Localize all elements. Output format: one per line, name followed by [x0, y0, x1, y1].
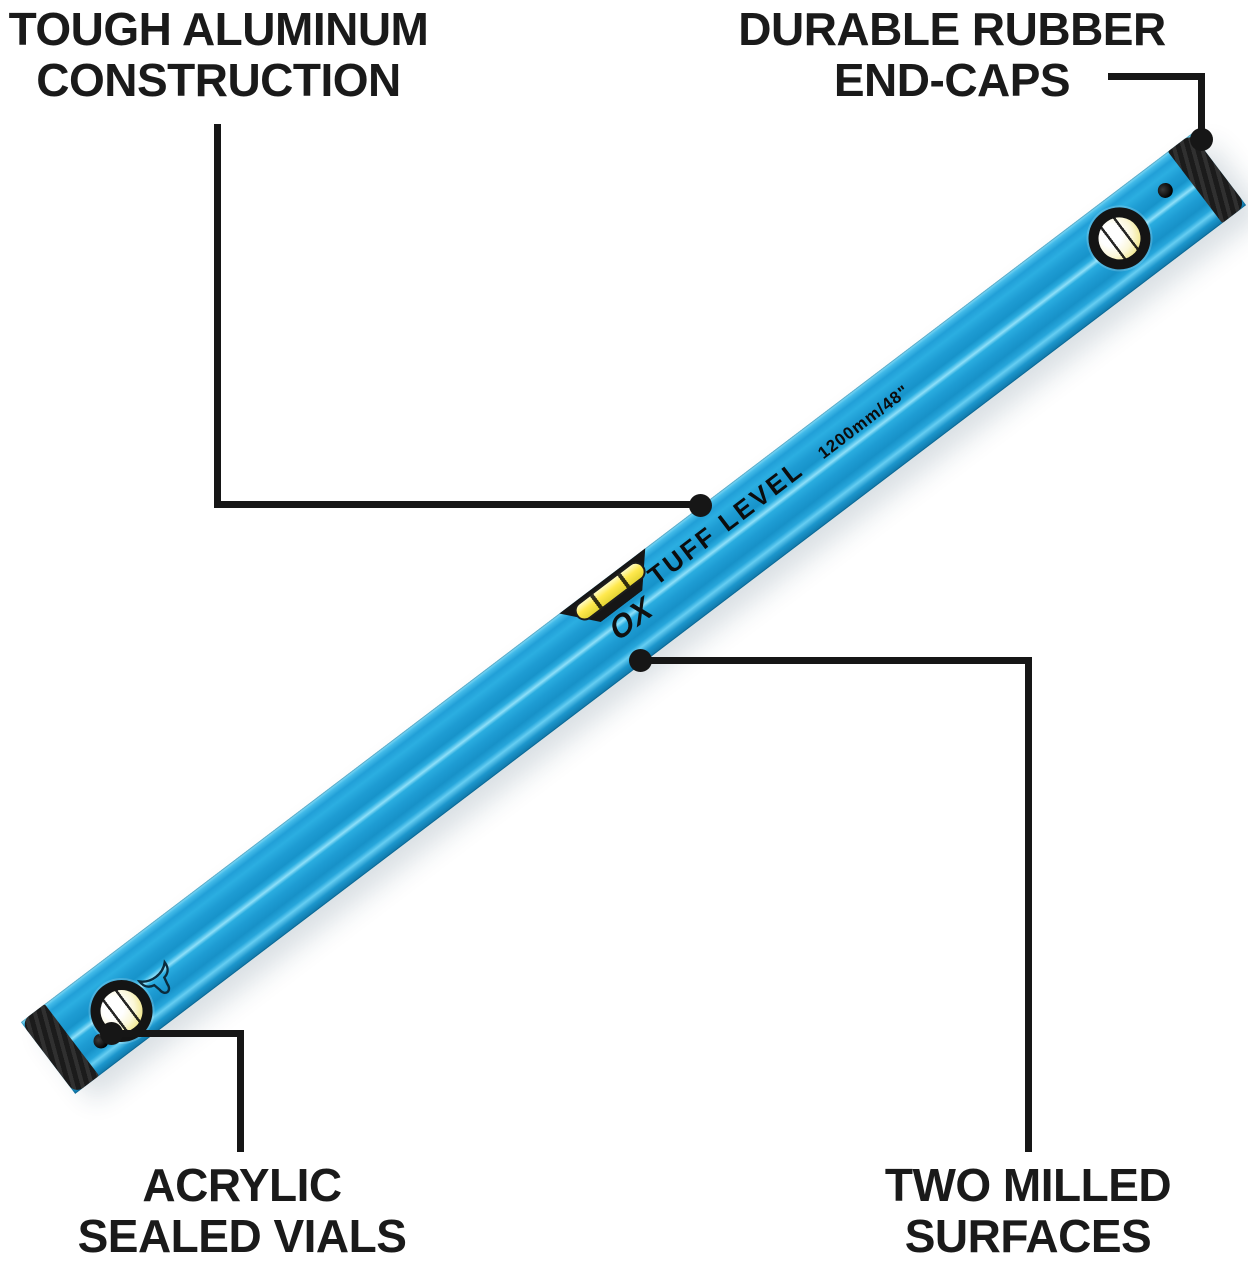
callout-label-aluminum-construction: TOUGH ALUMINUM CONSTRUCTION	[0, 4, 437, 105]
callout-dot	[1190, 128, 1213, 151]
callout-line	[214, 124, 221, 505]
callout-label-rubber-end-caps: DURABLE RUBBER END-CAPS	[728, 4, 1176, 105]
callout-label-milled-surfaces: TWO MILLED SURFACES	[808, 1160, 1248, 1261]
size-text: 1200mm/48"	[814, 381, 914, 463]
spirit-level: OX TUFF LEVEL 1200mm/48"	[20, 133, 1247, 1094]
callout-dot	[689, 494, 712, 517]
callout-label-sealed-vials: ACRYLIC SEALED VIALS	[22, 1160, 462, 1261]
callout-line	[1108, 73, 1205, 80]
level-markings: TUFF LEVEL 1200mm/48"	[642, 374, 915, 592]
callout-label-line: CONSTRUCTION	[36, 53, 401, 106]
callout-line	[1025, 657, 1032, 1152]
callout-line	[237, 1030, 244, 1152]
vial-bubble-window	[1090, 208, 1149, 268]
callout-label-line: SURFACES	[904, 1209, 1152, 1262]
callout-line	[108, 1030, 244, 1037]
model-name-text: TUFF LEVEL	[641, 453, 810, 591]
ox-head-icon	[136, 959, 171, 995]
callout-label-line: END-CAPS	[833, 53, 1071, 106]
callout-label-line: SEALED VIALS	[77, 1209, 407, 1262]
callout-label-line: TOUGH ALUMINUM	[8, 3, 429, 55]
callout-label-line: ACRYLIC	[142, 1159, 342, 1211]
callout-line	[637, 657, 1032, 664]
callout-line	[214, 501, 703, 508]
callout-line	[1198, 73, 1205, 133]
hanging-hole-right	[1154, 179, 1176, 201]
rubber-end-cap-left	[20, 1004, 100, 1094]
callout-label-line: TWO MILLED	[884, 1159, 1172, 1211]
callout-label-line: DURABLE RUBBER	[738, 3, 1166, 55]
circular-vial-right	[1076, 194, 1163, 282]
